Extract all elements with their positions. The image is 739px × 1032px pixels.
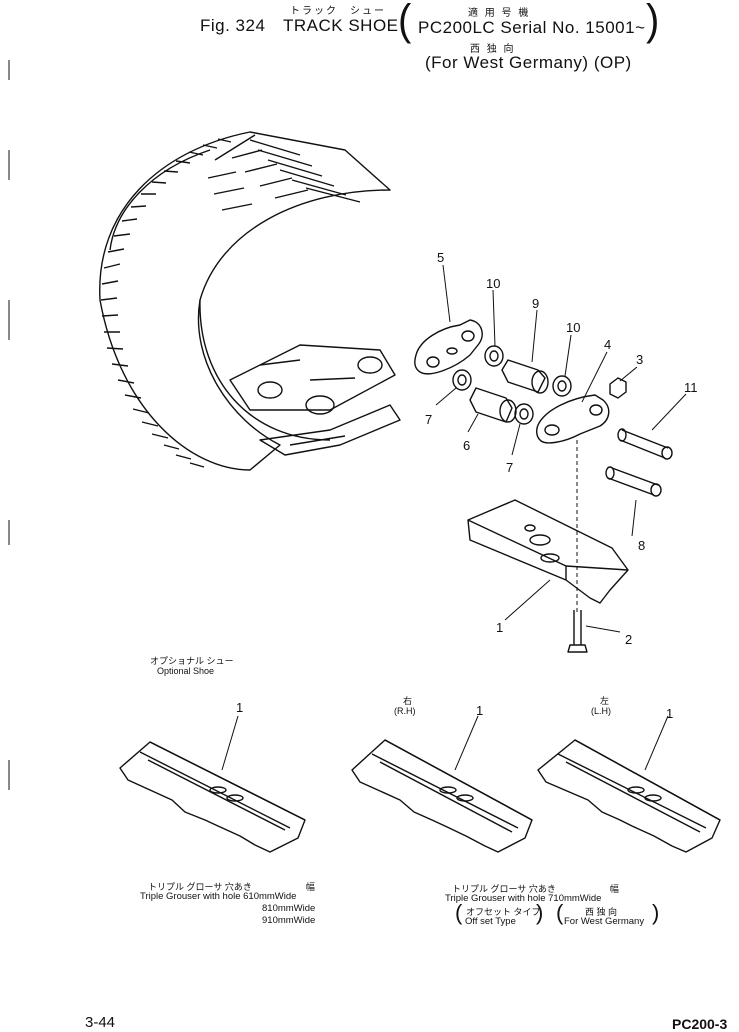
west-germany-jp: 西 独 向 [585,907,618,917]
model-code: PC200-3 [672,1016,728,1032]
serial-number: PC200LC Serial No. 15001~ [418,18,646,37]
country-jp: 西 独 向 [470,44,516,55]
offset-type-jp: オフセット タイプ [466,907,541,917]
pin-part-11 [617,428,673,460]
lh-label: (L.H) [591,706,611,716]
seal-part-7 [452,369,534,425]
callout-2: 2 [625,632,633,647]
callout-3: 3 [636,352,644,367]
right-caption-en: Triple Grouser with hole 710mmWide [445,893,602,904]
left-caption-width-3: 910mmWide [262,915,316,926]
bolt-part-2 [567,610,588,653]
offset-type-label: Off set Type [465,916,516,927]
optional-shoe-middle [351,739,533,853]
callout-5: 5 [437,250,445,265]
page-title: TRACK SHOE [283,16,399,35]
scan-mark [8,760,10,790]
nut-part-3 [609,377,627,399]
left-paren: ( [556,900,564,925]
callout-11: 11 [684,380,698,395]
title-jp: トラック シュー [290,6,386,17]
left-caption-en: Triple Grouser with hole 610mmWide [140,891,297,902]
callout-10: 10 [566,320,581,335]
right-paren: ) [536,900,544,925]
callout-7: 7 [425,412,433,427]
callout-1: 1 [236,700,244,715]
callout-6: 6 [463,438,471,453]
track-assembly-illustration [99,131,401,471]
bushing-part-9 [501,359,549,394]
left-paren: ( [455,900,463,925]
left-caption-jp: トリプル グローサ 穴あき 幅 [148,882,315,892]
optional-label-jp: オプショナル シュー [150,656,234,666]
fig-label: Fig. 324 [200,16,266,35]
right-paren: ) [652,900,660,925]
callout-7: 7 [506,460,514,475]
callout-8: 8 [638,538,646,553]
scan-mark [8,150,10,180]
callout-1: 1 [496,620,504,635]
lh-label-jp: 左 [600,696,610,706]
scan-mark [8,520,10,545]
callout-4: 4 [604,337,612,352]
optional-shoe-right [537,739,721,853]
link-part-5 [414,319,483,375]
callout-1: 1 [476,703,484,718]
bushing-part-6 [469,387,517,423]
left-caption-width-2: 810mmWide [262,903,316,914]
callout-9: 9 [532,296,540,311]
right-paren: ) [646,0,660,45]
optional-shoe-left [119,741,306,853]
link-part-4 [535,394,610,444]
scan-mark [8,300,10,340]
country-en: (For West Germany) (OP) [425,53,632,72]
callout-1: 1 [666,706,674,721]
pin-part-8 [605,466,662,497]
page-number: 3-44 [85,1014,116,1031]
rh-label: (R.H) [394,706,416,716]
scan-mark [8,60,10,80]
rh-label-jp: 右 [403,696,413,706]
applicable-jp: 適 用 号 機 [468,8,531,19]
shoe-part-1 [467,499,629,604]
west-germany-label: For West Germany [564,916,645,927]
seal-part-10 [484,345,572,397]
callout-10: 10 [486,276,501,291]
right-caption-jp: トリプル グローサ 穴あき 幅 [452,884,619,894]
left-paren: ( [398,0,412,45]
optional-label-en: Optional Shoe [157,666,215,676]
